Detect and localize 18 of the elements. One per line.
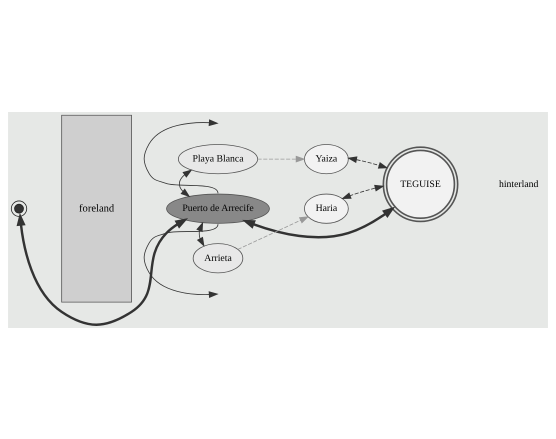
arrow bbox=[144, 223, 219, 298]
arrow bbox=[196, 221, 204, 246]
node-ellipse: Haria bbox=[304, 193, 349, 224]
node-ellipse: Arrieta bbox=[192, 242, 244, 273]
arrow bbox=[347, 156, 388, 168]
arrow bbox=[144, 118, 219, 194]
arrow bbox=[341, 184, 384, 199]
node-circle bbox=[10, 200, 28, 216]
arrow bbox=[257, 155, 306, 162]
arrow bbox=[16, 212, 188, 326]
node-ellipse: Yaiza bbox=[304, 144, 349, 174]
node-ellipse: Puerto de Arrecife bbox=[166, 193, 270, 224]
arrow bbox=[242, 206, 396, 238]
node-box: foreland bbox=[61, 114, 132, 302]
arrow bbox=[178, 168, 192, 197]
label: hinterland bbox=[498, 178, 538, 190]
arrow bbox=[238, 216, 310, 250]
node-ellipse: Playa Blanca bbox=[178, 144, 258, 174]
